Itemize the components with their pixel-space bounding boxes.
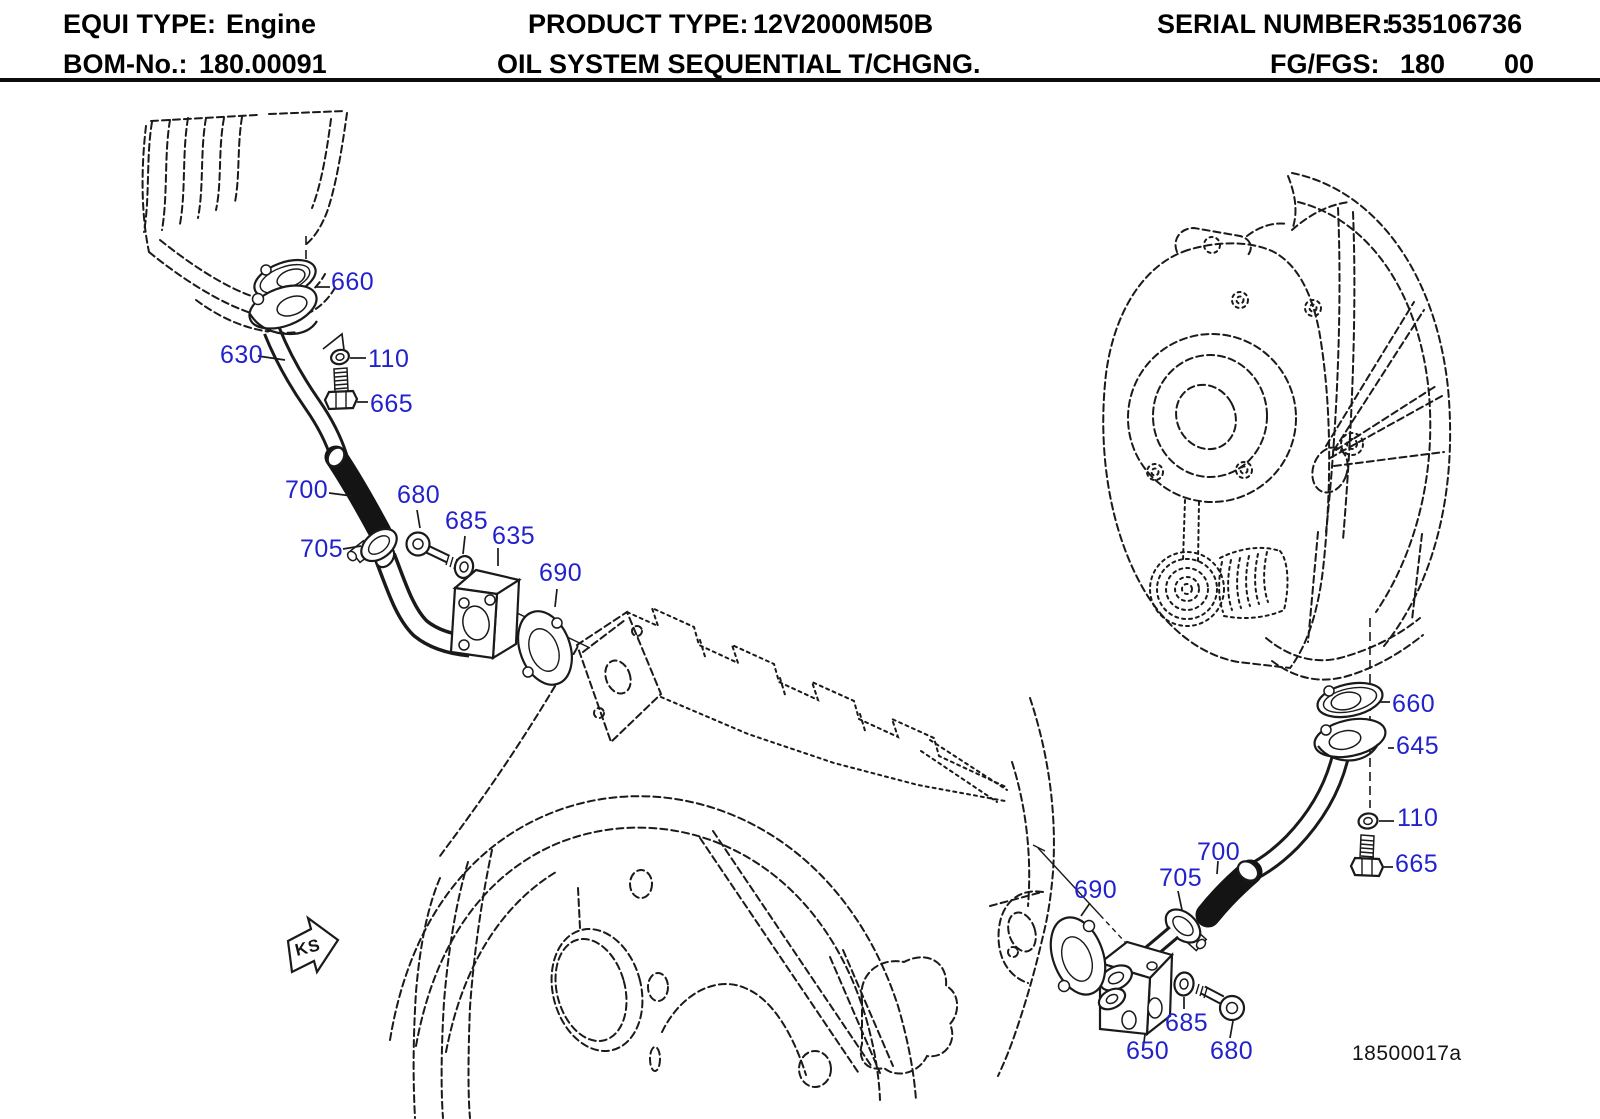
gasket-690-left [517,610,573,686]
drawing-number: 18500017a [1352,1042,1462,1065]
callout-690-left: 690 [539,559,583,587]
callout-660-left: 660 [331,268,375,296]
header-divider [0,78,1600,82]
sealing-ring-685-right [1173,971,1195,997]
flange-block-650 [1097,940,1175,1037]
sealing-ring-685-left [453,554,475,580]
ks-arrow-icon [286,915,340,975]
screw-plug-680-left [405,531,458,570]
washer-110-left [330,348,350,366]
callout-705-left: 705 [300,535,344,563]
oil-drain-assembly-right [1032,618,1394,1051]
callout-660-right: 660 [1392,690,1436,718]
screw-665-left [323,367,359,411]
callout-705-right: 705 [1159,864,1203,892]
callout-645: 645 [1396,732,1440,760]
turbo-bolt-holes [1146,291,1322,481]
oil-return-pipe-645 [1247,717,1387,881]
hose-700-right [1195,859,1263,928]
page-title: OIL SYSTEM SEQUENTIAL T/CHGNG. [497,49,981,79]
engine-block-drawing [389,606,1055,1119]
hose-clamp-705-left [346,527,398,564]
screw-plug-680-right [1195,983,1246,1022]
equi-type-value: Engine [226,9,317,39]
flange-block-635 [449,568,522,661]
leader-lines-right [1080,701,1394,1051]
callout-630: 630 [220,341,264,369]
fg-fgs-label: FG/FGS: [1270,49,1380,79]
fg-fgs-value: 180 [1400,49,1446,79]
screw-665-right [1349,834,1385,878]
fg-fgs-value2: 00 [1504,49,1535,79]
oil-drain-assembly-left [248,236,591,686]
callout-665-right: 665 [1395,850,1439,878]
callout-685-right: 685 [1165,1009,1209,1037]
bom-number-label: BOM-No.: [63,49,188,79]
bom-number-value: 180.00091 [199,49,327,79]
leader-lines-left [257,286,558,608]
callout-700-right: 700 [1197,838,1241,866]
callout-650: 650 [1126,1037,1170,1065]
product-type-label: PRODUCT TYPE: [528,9,749,39]
callout-690-right: 690 [1074,876,1118,904]
turbocharger-drawing [1102,172,1452,681]
turbo-pulley [1149,546,1289,627]
gasket-660-right [1316,681,1384,719]
washer-110-right [1357,812,1379,830]
callout-680-left: 680 [397,481,441,509]
oil-return-pipe-630 [248,284,349,460]
hose-700-left [324,445,392,544]
callout-685-left: 685 [445,507,489,535]
callout-665-left: 665 [370,390,414,418]
gasket-690-right [1049,916,1107,996]
callout-110-left: 110 [368,345,410,373]
product-type-value: 12V2000M50B [753,9,934,39]
callout-635: 635 [492,522,536,550]
callout-110-right: 110 [1397,804,1439,832]
equi-type-label: EQUI TYPE: [63,9,217,39]
serial-number-label: SERIAL NUMBER: [1157,9,1391,39]
callout-680-right: 680 [1210,1037,1254,1065]
serial-number-value: 535106736 [1387,9,1523,39]
callout-700-left: 700 [285,476,329,504]
